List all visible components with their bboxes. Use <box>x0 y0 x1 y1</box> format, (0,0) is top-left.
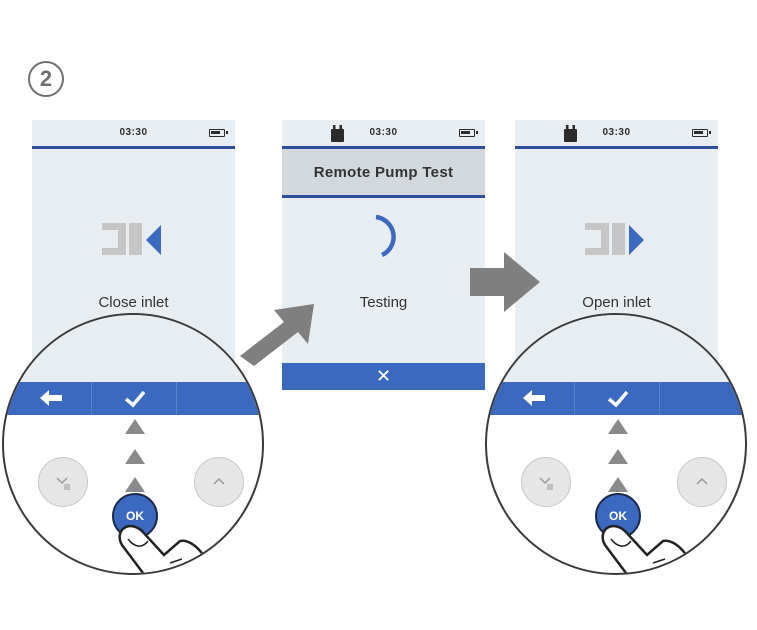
pointing-finger-icon <box>118 524 214 573</box>
chevron-up-icon <box>213 477 225 485</box>
menu-button[interactable] <box>38 457 88 507</box>
status-time: 03:30 <box>369 127 398 138</box>
status-time: 03:30 <box>602 127 631 138</box>
up-arrow-indicator-icon <box>125 419 145 434</box>
screen-extension <box>487 315 745 382</box>
screen-extension <box>4 315 262 382</box>
menu-chevron-icon <box>56 477 70 490</box>
battery-icon <box>692 129 711 137</box>
battery-icon <box>459 129 478 137</box>
up-arrow-indicator-icon <box>125 449 145 464</box>
pump-icon <box>331 125 344 142</box>
cancel-button[interactable]: ✕ <box>282 363 485 390</box>
softkey-bar <box>487 382 745 415</box>
up-arrow-indicator-icon <box>125 477 145 492</box>
status-message: Close inlet <box>98 294 169 311</box>
up-button[interactable] <box>677 457 727 507</box>
softkey-divider <box>91 382 92 415</box>
menu-button[interactable] <box>521 457 571 507</box>
screen-title: Remote Pump Test <box>282 149 485 198</box>
up-arrow-indicator-icon <box>608 477 628 492</box>
checkmark-icon[interactable] <box>123 389 147 409</box>
keypad-magnifier: OK <box>485 313 747 575</box>
device-screen-testing: 03:30 Remote Pump Test Testing ✕ <box>282 120 485 390</box>
softkey-divider <box>659 382 660 415</box>
flow-arrow-right-icon <box>470 252 540 312</box>
status-message: Testing <box>359 294 408 311</box>
keypad-magnifier: OK <box>2 313 264 575</box>
status-bar: 03:30 <box>515 120 718 149</box>
up-arrow-indicator-icon <box>608 449 628 464</box>
menu-chevron-icon <box>539 477 553 490</box>
back-arrow-icon[interactable] <box>40 389 62 407</box>
softkey-divider <box>176 382 177 415</box>
status-message: Open inlet <box>582 294 651 311</box>
softkey-divider <box>574 382 575 415</box>
status-bar: 03:30 <box>32 120 235 149</box>
step-number-badge: 2 <box>28 61 64 97</box>
status-time: 03:30 <box>119 127 148 138</box>
up-arrow-indicator-icon <box>608 419 628 434</box>
battery-icon <box>209 129 228 137</box>
chevron-up-icon <box>696 477 708 485</box>
status-bar: 03:30 <box>282 120 485 149</box>
up-button[interactable] <box>194 457 244 507</box>
loading-spinner-icon <box>375 214 396 258</box>
pump-icon <box>564 125 577 142</box>
back-arrow-icon[interactable] <box>523 389 545 407</box>
inlet-closing-icon <box>102 223 161 255</box>
softkey-bar <box>4 382 262 415</box>
inlet-opening-icon <box>585 223 644 255</box>
pointing-finger-icon <box>601 524 697 573</box>
checkmark-icon[interactable] <box>606 389 630 409</box>
